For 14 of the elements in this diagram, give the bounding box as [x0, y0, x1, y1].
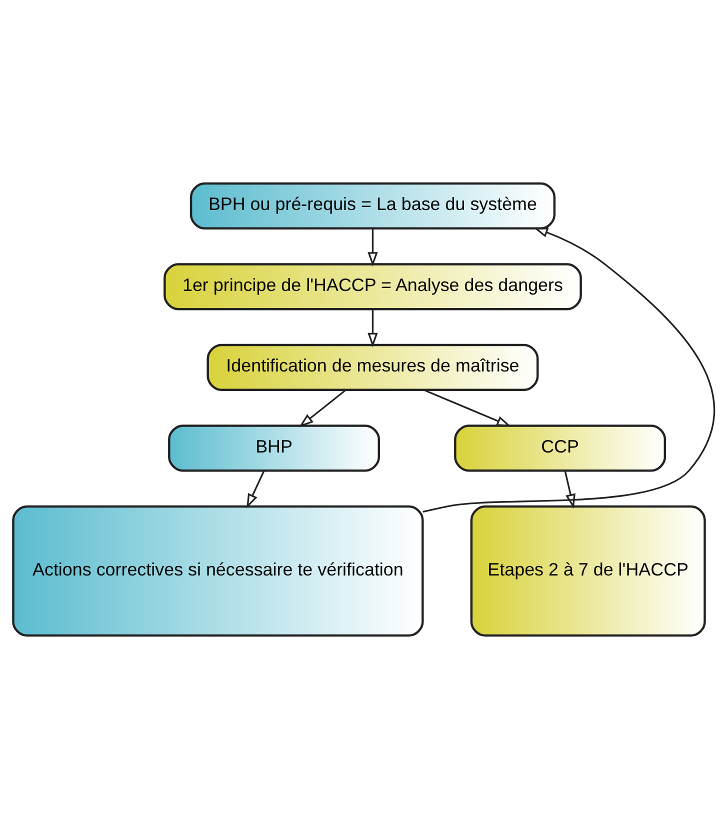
arrow [564, 470, 576, 508]
arrow [422, 227, 715, 512]
arrow [298, 388, 346, 427]
node-box: BHP [168, 424, 380, 472]
arrow [424, 388, 512, 426]
node-box: Identification de mesures de maîtrise [206, 343, 539, 390]
node-box: BPH ou pré-requis = La base du système [190, 182, 556, 229]
node-box: CCP [454, 424, 666, 472]
node-box: Actions correctives si nécessaire te vérification [12, 504, 424, 636]
node-box: 1er principe de l'HACCP = Analyse des dangers [164, 262, 582, 310]
arrow [368, 228, 378, 266]
arrow [246, 470, 265, 508]
node-box: Etapes 2 à 7 de l'HACCP [470, 504, 706, 636]
arrow [368, 308, 378, 347]
